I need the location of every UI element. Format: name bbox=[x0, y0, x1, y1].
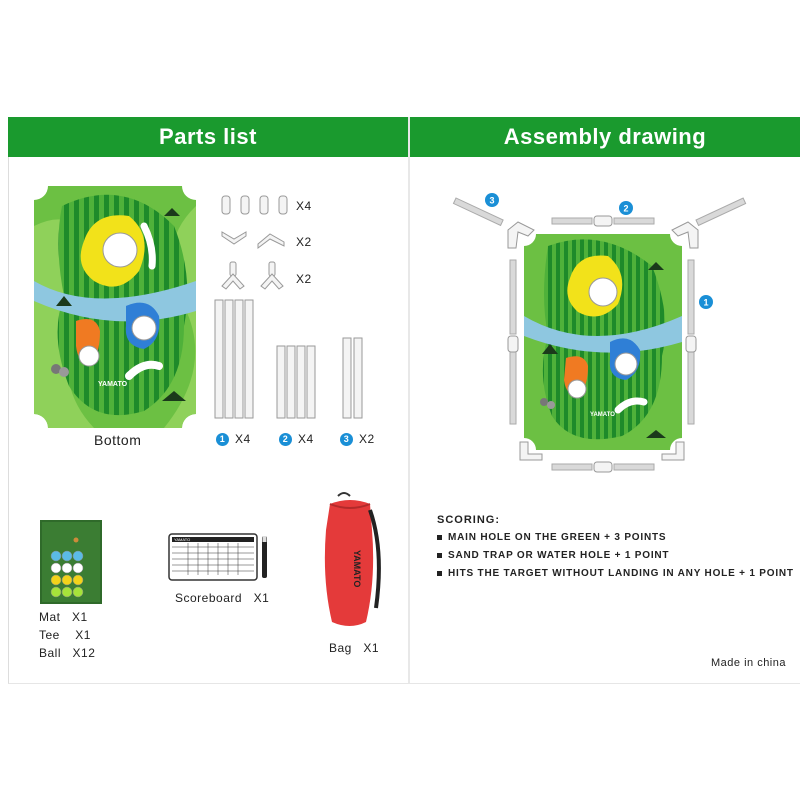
column-divider bbox=[408, 117, 410, 683]
tee-connectors-icon bbox=[221, 261, 284, 290]
bottom-label: Bottom bbox=[94, 432, 142, 448]
tube-3-badge: 3 bbox=[340, 433, 353, 447]
assembly-badges: 3 2 1 bbox=[485, 193, 713, 309]
tee-connector-count: X2 bbox=[296, 272, 312, 286]
assembly-drawing-header: Assembly drawing bbox=[410, 117, 800, 157]
bottom-mat-illustration: YAMATO bbox=[34, 186, 196, 428]
badge-2: 2 bbox=[623, 204, 628, 214]
scoreboard-label: Scoreboard X1 bbox=[175, 591, 270, 605]
tee-label: Tee X1 bbox=[39, 628, 91, 642]
svg-text:YAMATO: YAMATO bbox=[174, 537, 190, 542]
scoring-rule-1: MAIN HOLE ON THE GREEN + 3 POINTS bbox=[437, 532, 666, 543]
made-in-label: Made in china bbox=[711, 657, 786, 669]
scoring-rule-3: HITS THE TARGET WITHOUT LANDING IN ANY H… bbox=[437, 568, 794, 579]
elbow-connector-count: X2 bbox=[296, 235, 312, 249]
mat-label: Mat X1 bbox=[39, 610, 88, 624]
scoring-title: SCORING: bbox=[437, 514, 500, 526]
parts-list-header: Parts list bbox=[8, 117, 408, 157]
tube-2-badge: 2 bbox=[279, 433, 292, 447]
assembly-illustration: YAMATO 3 2 1 bbox=[452, 193, 747, 473]
svg-text:YAMATO: YAMATO bbox=[590, 412, 615, 418]
elbow-connectors-icon bbox=[221, 231, 285, 249]
scoreboard-illustration: YAMATO bbox=[168, 533, 267, 581]
ball-label: Ball X12 bbox=[39, 646, 96, 660]
straight-connector-count: X4 bbox=[296, 199, 312, 213]
tube-1-badge: 1 bbox=[216, 433, 229, 447]
bottom-mat-brand: YAMATO bbox=[98, 381, 128, 388]
scoring-rule-2: SAND TRAP OR WATER HOLE + 1 POINT bbox=[437, 550, 669, 561]
bag-brand: YAMATO bbox=[352, 550, 362, 587]
straight-connectors-icon bbox=[221, 195, 288, 215]
badge-1: 1 bbox=[703, 298, 708, 308]
tubes-illustration bbox=[214, 299, 363, 419]
badge-3: 3 bbox=[489, 196, 494, 206]
bag-illustration: YAMATO bbox=[324, 492, 381, 626]
hitting-mat-illustration bbox=[40, 520, 102, 604]
bag-label: Bag X1 bbox=[329, 641, 380, 655]
